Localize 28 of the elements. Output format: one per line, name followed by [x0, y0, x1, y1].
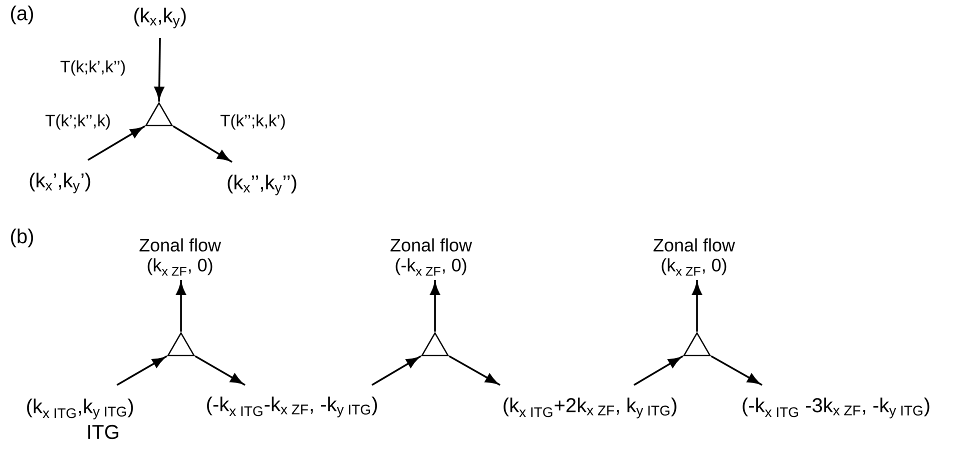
panel-label: (b) [11, 228, 33, 248]
arrow [634, 355, 684, 386]
arrow [710, 355, 762, 386]
edge-label: T(k’;k’’,k) [44, 113, 112, 131]
wave-vector-label: $\text{(-k}_{\text{x ITG}}\text{ -3k}_{\text{x ZF}}\text{, -k}_{\text{y ITG}}\text{)}$ [742, 398, 930, 418]
arrow [116, 355, 168, 386]
arrow [88, 125, 146, 161]
arrow [172, 125, 232, 163]
arrow [194, 355, 246, 386]
wave-vector-label: $\text{(k}_{\text{x ITG}}\text{,k}_{\text{y ITG}}\text{)}$ [27, 398, 133, 420]
wave-vector-label: (k$_{x}$’’,k$_{y}$’’) [228, 174, 296, 196]
edge-label: T(k’’;k,k’) [219, 113, 287, 131]
mode-label: Zonal flow $\text{(-k}_{\text{x ZF}}\text{, 0)}$ [390, 238, 472, 276]
arrow [154, 38, 164, 102]
node-caption: ITG [88, 424, 118, 440]
panel-label: (a) [11, 6, 33, 24]
mode-label: Zonal flow $\text{(k}_{\text{x ZF}}\text{, 0)}$ [654, 238, 736, 276]
edge-label: T(k;k’,k’’) [59, 59, 127, 77]
arrow [448, 355, 500, 386]
wave-vector-label: $\text{(k}_{\text{x ITG}}\text{+2k}_{\text{x ZF}}\text{, k}_{\text{y ITG}}\text{)}$ [504, 398, 676, 418]
arrow [372, 355, 422, 386]
wave-vector-label: (k$_{x}$’,k$_{y}$’) [30, 172, 90, 194]
arrow [692, 280, 702, 332]
mode-label: Zonal flow $\text{(k}_{\text{x ZF}}\text{, 0)}$ [140, 238, 222, 276]
wave-vector-label: (k$_{x}$,k$_{y}$) [134, 8, 186, 28]
wave-vector-label: $\text{(-k}_{\text{x ITG}}\text{-k}_{\text{x ZF}}\text{, -k}_{\text{y ITG}}\text{)}$ [207, 396, 377, 418]
arrow [176, 280, 186, 332]
arrow [430, 280, 440, 332]
